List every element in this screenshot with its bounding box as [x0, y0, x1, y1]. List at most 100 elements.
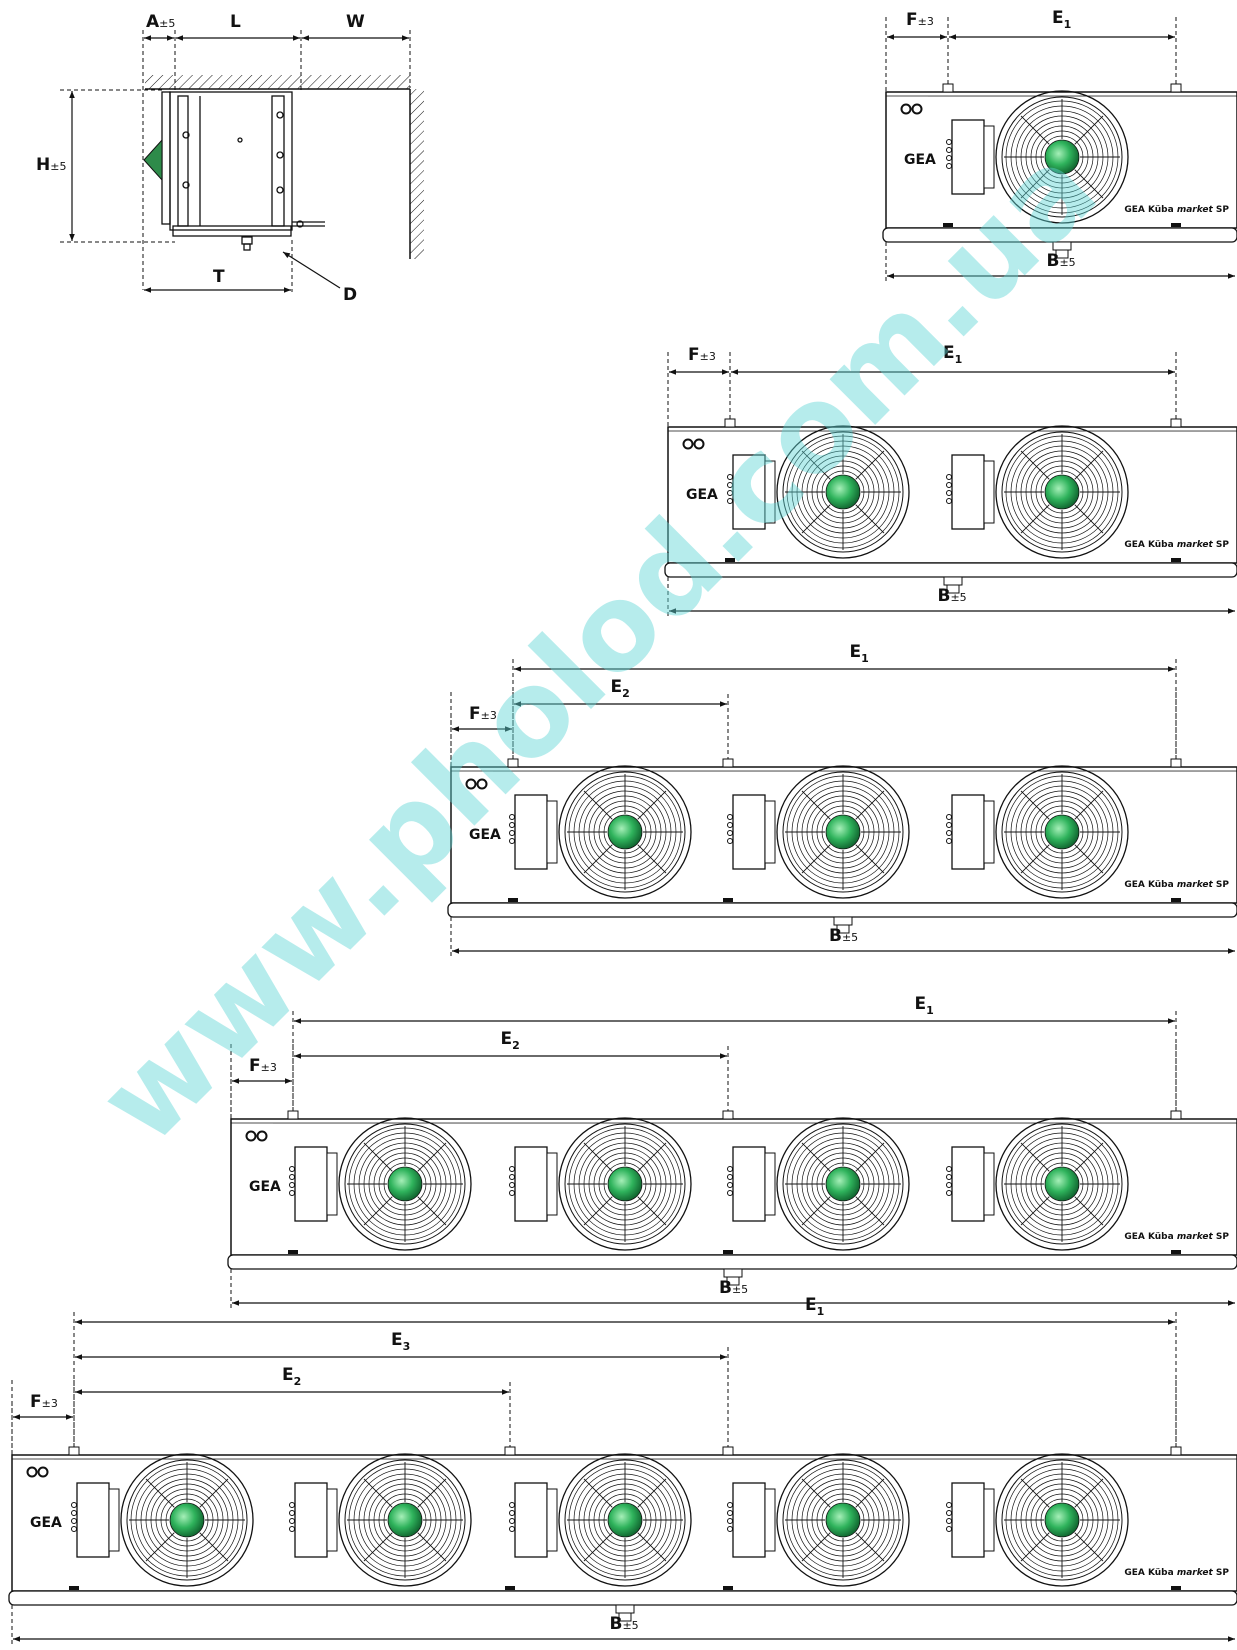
dim-B-label-letter: B [1047, 251, 1060, 271]
brand-model-italic: market [1177, 880, 1216, 890]
cable-gland [509, 1190, 515, 1196]
cable-gland [509, 1182, 515, 1188]
dim-B-label-letter: B [829, 926, 842, 946]
foot-mark [723, 1250, 733, 1254]
terminal-box [732, 1146, 766, 1222]
dim-F-label-letter: F [688, 345, 700, 365]
fan-spoke [363, 1532, 393, 1562]
fan-spoke [583, 790, 613, 820]
dim-F-label-letter: F [30, 1392, 42, 1412]
fan-spoke [855, 504, 885, 534]
dim-B-label-letter: B [719, 1278, 732, 1298]
fan-spoke [1020, 115, 1050, 145]
fan-spoke [801, 1478, 831, 1508]
terminal-box-icon [509, 794, 558, 870]
cable-gland [727, 474, 733, 480]
fan-hub [387, 1502, 423, 1538]
fan-icon [776, 1117, 910, 1251]
dim-T: T [213, 267, 225, 287]
cable-gland [946, 1190, 952, 1196]
terminal-strip [546, 1488, 558, 1552]
mount-bracket [504, 1446, 516, 1456]
fan-spoke [1074, 1478, 1104, 1508]
drain-nozzle [726, 1276, 740, 1286]
dim-F-label-letter: F [249, 1056, 261, 1076]
port-icon [693, 438, 705, 450]
terminal-strip [764, 800, 776, 864]
foot-mark [723, 898, 733, 902]
side-unit [161, 91, 325, 251]
drain-fitting [615, 1604, 635, 1614]
fan-spoke [1020, 1532, 1050, 1562]
terminal-box-icon [946, 454, 995, 530]
fan-ring-inner [564, 771, 686, 893]
fan-spoke [801, 1142, 831, 1172]
terminal-box-icon [727, 454, 776, 530]
port-icon [37, 1466, 49, 1478]
foot-mark [1171, 898, 1181, 902]
cable-gland [946, 1518, 952, 1524]
dim-E3-label: E3 [391, 1330, 410, 1353]
brand-label: GEA Küba market SP [1124, 880, 1229, 890]
drain-fitting [943, 576, 963, 586]
fan-spoke [1020, 1142, 1050, 1172]
cable-gland [946, 1526, 952, 1532]
cable-gland [946, 1166, 952, 1172]
mount-bracket [68, 1446, 80, 1456]
fan-ring-outer [120, 1453, 254, 1587]
fan-ring-inner [564, 1123, 686, 1245]
fan-icon [120, 1453, 254, 1587]
cable-gland [946, 147, 952, 153]
fan-motor-green [143, 138, 163, 182]
brand-model-italic: market [1177, 1568, 1216, 1578]
terminal-strip [983, 800, 995, 864]
fan-spoke [1074, 115, 1104, 145]
terminal-strip [764, 1488, 776, 1552]
foot-mark [725, 558, 735, 562]
cable-gland [71, 1526, 77, 1532]
dim-E1-label-letter: E [805, 1295, 817, 1315]
fan-spoke [1074, 504, 1104, 534]
cable-gland [509, 1526, 515, 1532]
fan-spoke [855, 1478, 885, 1508]
fan-spoke [583, 1532, 613, 1562]
fan-ring-outer [776, 1117, 910, 1251]
fan-icon [995, 1453, 1129, 1587]
dim-A: A±5 [146, 12, 175, 32]
brand-model: SP [1216, 880, 1229, 890]
cable-gland [71, 1510, 77, 1516]
fan-icon [995, 1117, 1129, 1251]
fan-spoke [199, 1478, 229, 1508]
fan-spoke [417, 1142, 447, 1172]
terminal-box-icon [946, 119, 995, 195]
dim-E2-label: E2 [501, 1029, 520, 1052]
dim-F-label: F±3 [906, 10, 934, 30]
terminal-strip [108, 1488, 120, 1552]
port-icon [26, 1466, 38, 1478]
cable-gland [509, 1174, 515, 1180]
fan-spoke [637, 1142, 667, 1172]
dim-E2-label-letter: E [282, 1365, 294, 1385]
brand-name: GEA Küba [1124, 1568, 1177, 1578]
fan-icon [995, 90, 1129, 224]
fan-spoke [145, 1478, 175, 1508]
dim-E1-label: E1 [915, 994, 934, 1017]
foot-mark [1171, 558, 1181, 562]
fan-hub [825, 474, 861, 510]
terminal-strip [546, 1152, 558, 1216]
cable-gland [946, 1174, 952, 1180]
brand-model-italic: market [1177, 540, 1216, 550]
dim-F-label-letter: F [469, 704, 481, 724]
dim-E1-label-sub: 1 [926, 1004, 934, 1017]
fan-hub [1044, 474, 1080, 510]
port-icon [245, 1130, 257, 1142]
terminal-box [951, 1146, 985, 1222]
mount-bracket [1170, 83, 1182, 93]
terminal-box [514, 794, 548, 870]
dim-F-label-tol: ±3 [481, 709, 497, 722]
fan-spoke [855, 790, 885, 820]
fan-ring-outer [995, 1117, 1129, 1251]
terminal-box [951, 454, 985, 530]
fan-spoke [417, 1478, 447, 1508]
cable-gland [509, 1166, 515, 1172]
